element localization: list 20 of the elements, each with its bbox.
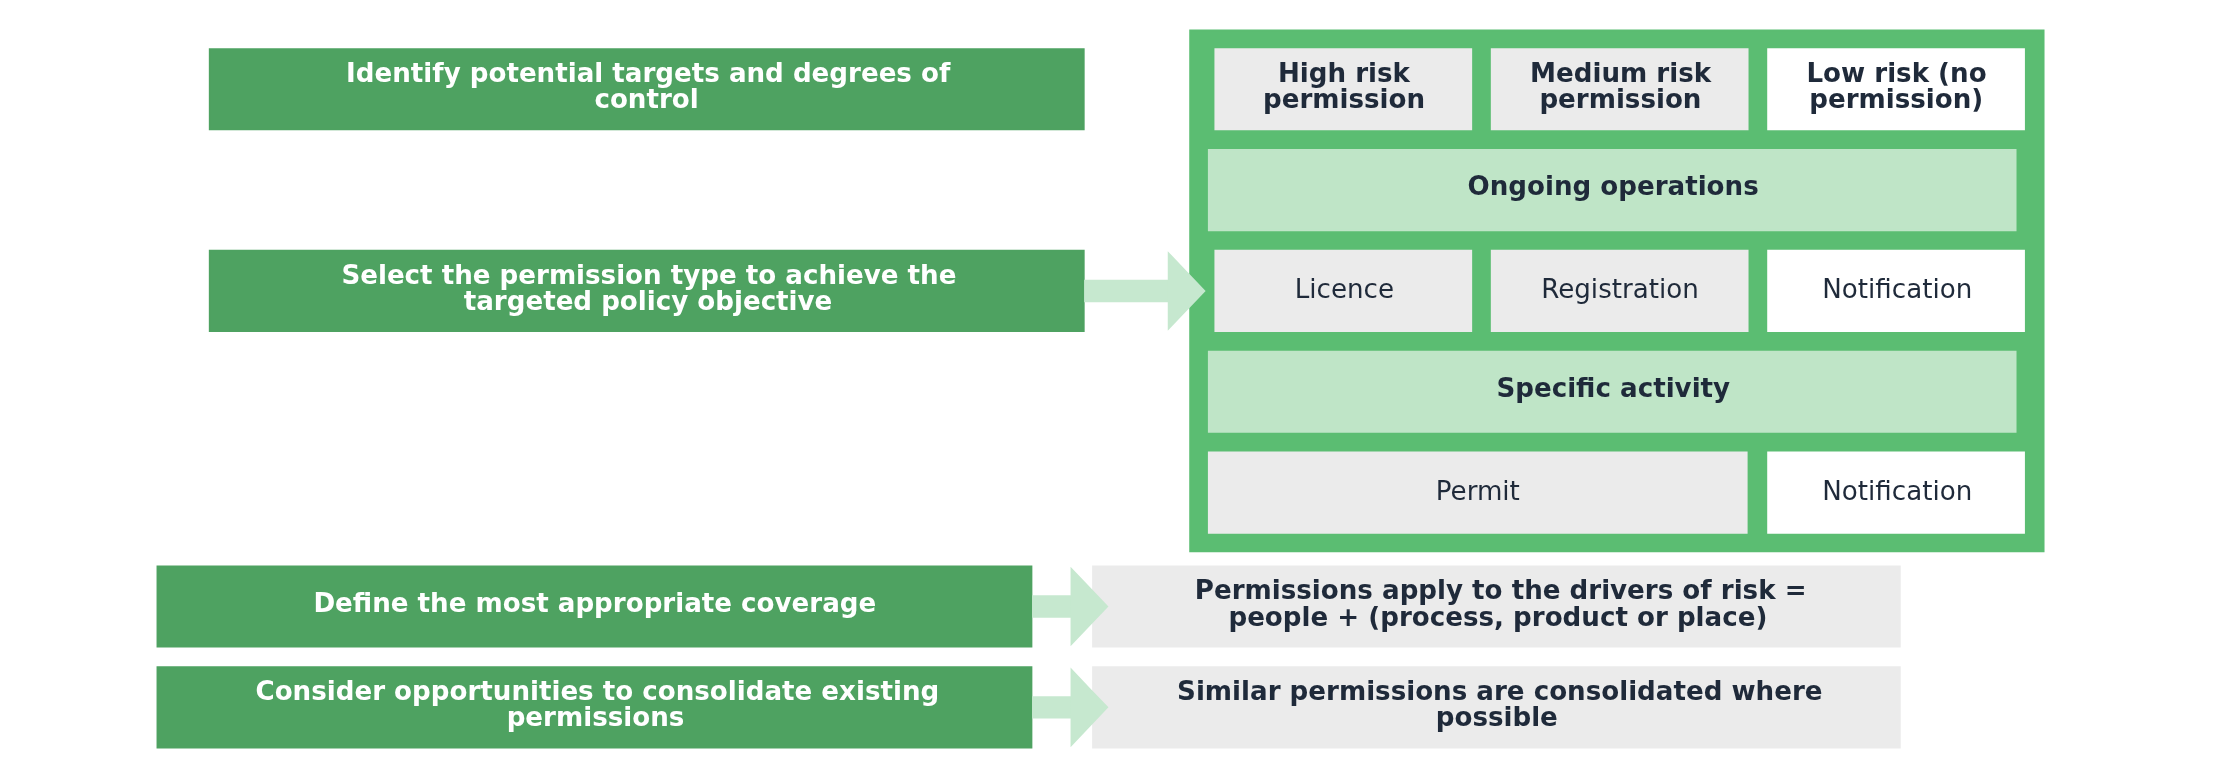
node-box: Registration xyxy=(1490,249,1749,332)
node-box: Permit xyxy=(1207,451,1748,534)
node-box: Permissions apply to the drivers of risk = people + (process, product or place) xyxy=(1092,565,1901,648)
cluster xyxy=(1189,29,2045,553)
node-box: Define the most appropriate coverage xyxy=(156,565,1033,648)
node-box: Ongoing operations xyxy=(1207,149,2017,232)
node-box: Notification xyxy=(1767,249,2025,332)
node-box: Select the permission type to achieve the targeted policy objective xyxy=(208,249,1085,332)
node-box: Licence xyxy=(1214,249,1473,332)
arrow xyxy=(1032,566,1109,647)
node-box: Notification xyxy=(1767,451,2025,534)
arrow xyxy=(1084,251,1206,331)
arrow xyxy=(1032,667,1109,748)
node-box: Low risk (no permission) xyxy=(1767,48,2025,131)
node-box: High risk permission xyxy=(1214,48,1473,131)
node-box: Similar permissions are consolidated where possible xyxy=(1092,666,1901,749)
node-box: Identify potential targets and degrees of control xyxy=(208,48,1085,131)
node-box: Consider opportunities to consolidate existing permissions xyxy=(156,666,1033,749)
node-box: Specific activity xyxy=(1207,350,2017,433)
node-box: Medium risk permission xyxy=(1490,48,1749,131)
